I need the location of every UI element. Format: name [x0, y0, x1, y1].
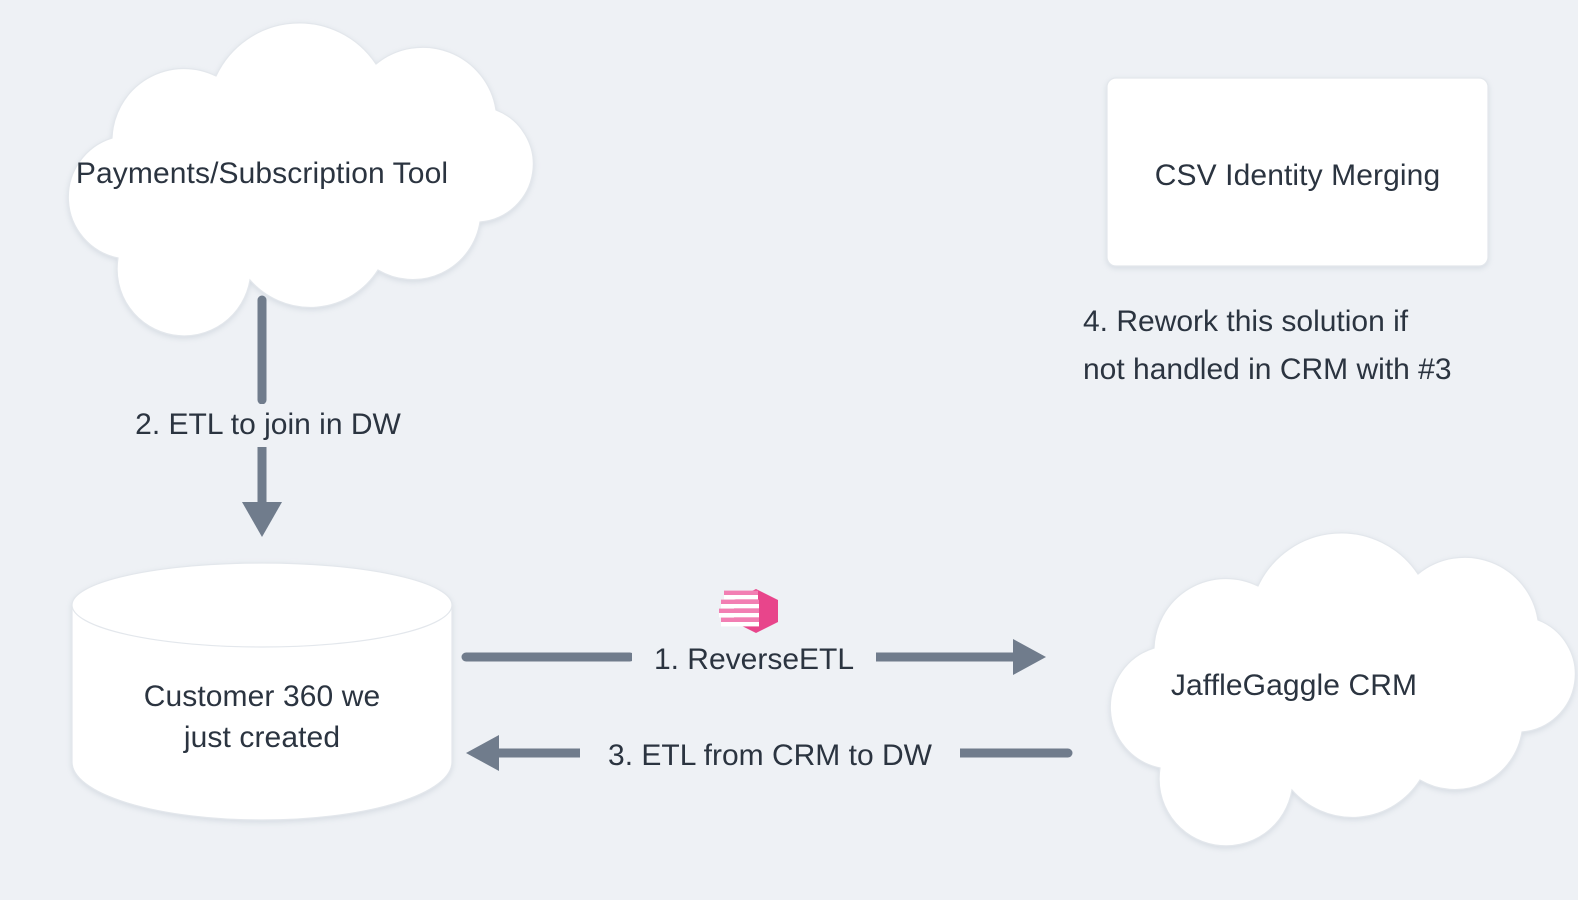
edge-label-etl-join: 2. ETL to join in DW [112, 404, 424, 447]
edge-etl-join-arrow [242, 295, 282, 537]
warehouse-cylinder-shape[interactable] [71, 562, 453, 821]
rework-annotation: 4. Rework this solution if not handled i… [1083, 305, 1452, 386]
hightouch-logo-icon [719, 589, 778, 633]
crm-cloud-shape[interactable] [1109, 532, 1576, 847]
edge-etl-from-crm-arrow [466, 735, 1073, 771]
edge-label-etl-from-crm: 3. ETL from CRM to DW [580, 735, 960, 778]
csv-identity-box-shape[interactable] [1106, 77, 1489, 267]
edge-reverse-etl-arrow [461, 639, 1046, 675]
payments-cloud-shape[interactable] [67, 22, 534, 337]
edge-label-reverse-etl: 1. ReverseETL [632, 639, 876, 682]
